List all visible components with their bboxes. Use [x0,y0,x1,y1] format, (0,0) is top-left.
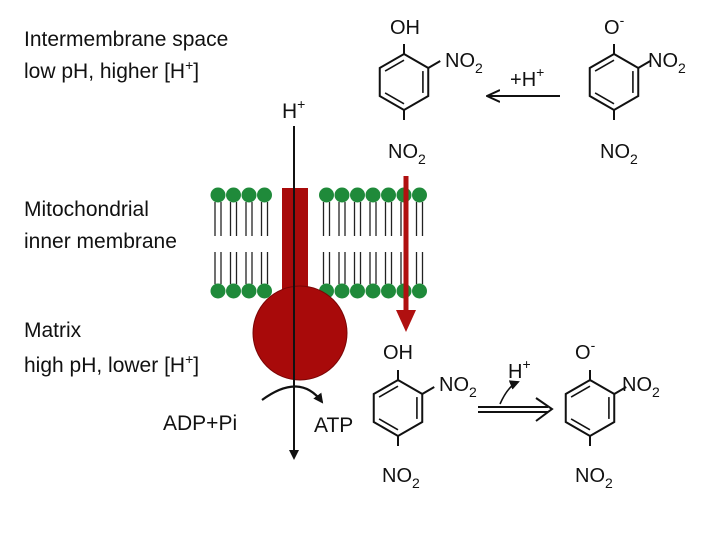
bond-nitro-ortho [637,60,651,69]
double-bond [594,59,615,72]
benzene-ring [372,378,424,438]
proton-label: H+ [282,96,305,123]
lipid-head-outer [257,187,272,203]
membrane-line1: Mitochondrial [24,198,149,221]
intermembrane-line1: Intermembrane space [24,28,228,51]
nitro-group-para: NO2 [388,141,426,167]
benzene-ring [588,52,640,112]
bond-nitro-ortho [427,60,441,69]
protonation-label: +H+ [510,64,544,91]
uncoupler-transport-arrowhead [396,310,416,332]
double-bond [384,59,405,72]
lipid-head-outer [334,187,350,203]
double-bond [570,418,591,431]
double-bond [594,92,615,105]
proton-release-curve [499,380,520,405]
intermembrane-line2: low pH, higher [H+] [24,57,199,83]
membrane-label: Mitochondrial inner membrane [24,198,177,253]
lipid-head-outer [412,187,427,203]
lipid-head-inner [241,283,257,299]
membrane-line2: inner membrane [24,230,177,253]
lipid-head-inner [226,283,241,299]
lipid-head-outer [365,187,381,203]
nitro-group-ortho: NO2 [622,374,660,400]
lipid-bilayer [210,187,427,299]
dnp-protonated-top: OH NO2 NO2 [388,17,483,167]
lipid-head-outer [319,187,334,203]
hydroxyl-group: OH [383,342,413,364]
double-bond [378,418,399,431]
double-bond [570,385,591,398]
atp-label: ATP [314,414,353,437]
lipid-head-outer [210,187,226,203]
dnp-protonated-bottom: OH NO2 NO2 [382,342,477,491]
matrix-label: Matrix high pH, lower [H+] [24,319,199,377]
deprotonation-arrowhead [535,397,554,422]
phenolate-oxygen: O- [604,12,625,39]
lipid-head-inner [350,283,365,299]
atp-synthase-head [252,285,348,381]
lipid-head-inner [381,283,396,299]
bond-nitro-ortho [421,386,435,395]
intermembrane-label: Intermembrane space low pH, higher [H+] [24,28,228,83]
lipid-head-outer [241,187,257,203]
benzene-rings [372,44,651,446]
double-bond [378,385,399,398]
lipid-head-outer [226,187,241,203]
lipid-head-outer [350,187,365,203]
double-bond [384,92,405,105]
matrix-line2: high pH, lower [H+] [24,351,199,377]
nitro-group-ortho: NO2 [445,50,483,76]
lipid-head-inner [210,283,226,299]
lipid-head-inner [365,283,381,299]
matrix-line1: Matrix [24,319,82,342]
nitro-group-para: NO2 [600,141,638,167]
benzene-ring [564,378,616,438]
lipid-head-inner [334,283,350,299]
lipid-head-inner [257,283,272,299]
bond-nitro-ortho [613,386,627,395]
lipid-head-inner [412,283,427,299]
benzene-ring [378,52,430,112]
hydroxyl-group: OH [390,17,420,39]
nitro-group-ortho: NO2 [439,374,477,400]
nitro-group-para: NO2 [575,465,613,491]
deprotonation-label: H+ [508,356,531,383]
dnp-phenolate-top: O- NO2 NO2 [600,12,686,167]
nitro-group-ortho: NO2 [648,50,686,76]
lipid-head-outer [381,187,396,203]
adp-label: ADP+Pi [163,412,237,435]
nitro-group-para: NO2 [382,465,420,491]
atp-synthesis-arrow [261,385,324,404]
phenolate-oxygen: O- [575,337,596,364]
dnp-phenolate-bottom: O- NO2 NO2 [575,337,660,491]
